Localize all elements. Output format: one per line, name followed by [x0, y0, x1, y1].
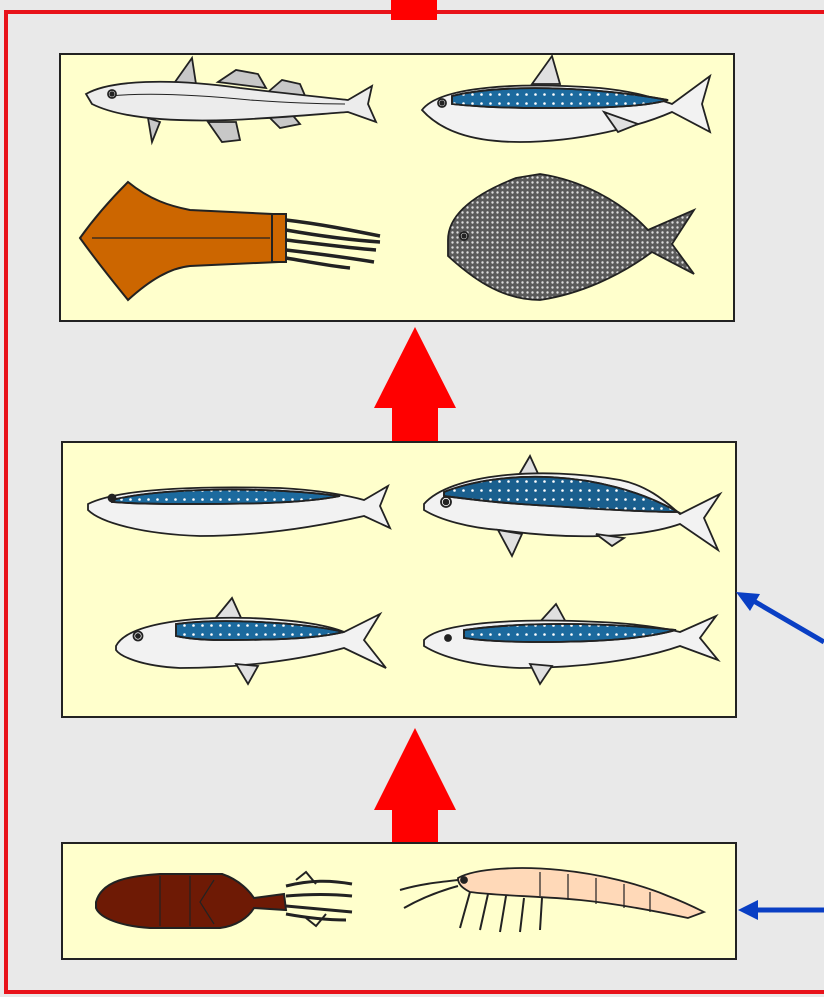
middle-panel [62, 442, 736, 717]
top-exit-arrow [391, 0, 437, 20]
